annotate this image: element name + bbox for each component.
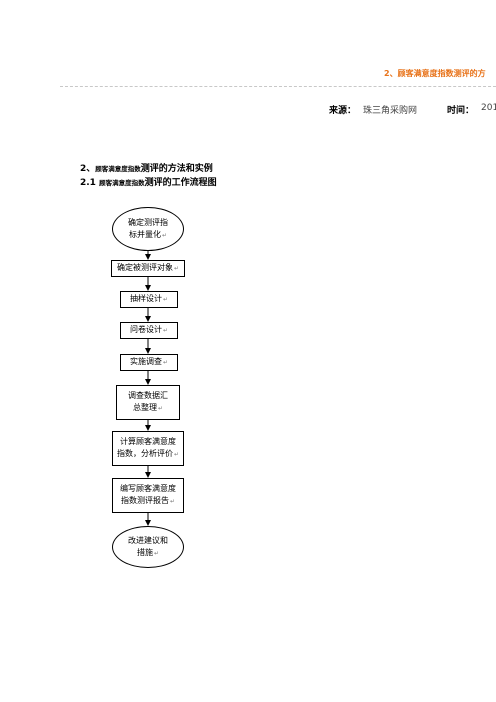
return-mark-icon: ↵ — [162, 296, 169, 303]
time-label: 时间： — [447, 106, 475, 116]
step-text: 指数测评报告 — [120, 496, 169, 505]
return-mark-icon: ↵ — [157, 405, 164, 412]
flow-step-define-indicators: 确定测评指标并量化↵ — [112, 207, 184, 251]
step-text: 调查数据汇 — [128, 391, 168, 400]
article-title: 2、顾客满意度指数测评的方 — [384, 69, 486, 78]
section-subheading-small: 顾客满意度指数 — [99, 179, 145, 187]
section-heading-small: 顾客满意度指数 — [95, 165, 141, 173]
return-mark-icon: ↵ — [162, 359, 169, 366]
flow-step-conduct-survey: 实施调查↵ — [120, 354, 178, 371]
flow-step-determine-object: 确定被测评对象↵ — [111, 260, 185, 277]
flow-step-questionnaire-design: 问卷设计↵ — [120, 322, 178, 339]
step-text: 计算顾客满意度 — [120, 437, 176, 446]
step-text: 标并量化 — [128, 229, 161, 239]
step-text: 措施 — [136, 547, 153, 557]
source-meta: 来源： — [329, 103, 356, 116]
time-meta: 时间： — [447, 103, 474, 116]
step-text: 指数，分析评价 — [116, 449, 173, 458]
section-heading-num: 2、 — [80, 164, 96, 174]
time-value-wrap: 201 — [481, 103, 496, 113]
time-value: 201 — [481, 103, 496, 113]
step-text: 改进建议和 — [128, 535, 168, 545]
source-label: 来源： — [329, 106, 357, 116]
step-text: 确定被测评对象 — [116, 263, 173, 272]
flow-step-data-summary: 调查数据汇总整理↵ — [116, 385, 180, 420]
step-text: 编写顾客满意度 — [120, 484, 176, 493]
section-heading: 2、顾客满意度指数测评的方法和实例 — [80, 161, 213, 174]
section-subheading-rest: 测评的工作流程图 — [144, 178, 217, 188]
return-mark-icon: ↵ — [161, 231, 168, 239]
return-mark-icon: ↵ — [162, 327, 169, 334]
return-mark-icon: ↵ — [173, 265, 180, 272]
step-text: 实施调查 — [129, 357, 162, 366]
return-mark-icon: ↵ — [169, 498, 176, 505]
return-mark-icon: ↵ — [173, 451, 180, 458]
step-text: 问卷设计 — [129, 325, 162, 334]
step-text: 确定测评指 — [128, 217, 168, 227]
flow-step-calculate-index: 计算顾客满意度指数，分析评价↵ — [112, 431, 184, 466]
return-mark-icon: ↵ — [153, 549, 160, 557]
dashed-divider — [60, 86, 496, 87]
section-heading-rest: 测评的方法和实例 — [140, 164, 213, 174]
source-value[interactable]: 珠三角采购网 — [363, 106, 418, 116]
source-value-wrap: 珠三角采购网 — [363, 103, 417, 116]
section-subheading-num: 2.1 — [80, 178, 100, 188]
flow-step-sampling-design: 抽样设计↵ — [120, 291, 178, 308]
step-text: 抽样设计 — [129, 294, 162, 303]
section-subheading: 2.1 顾客满意度指数测评的工作流程图 — [80, 175, 217, 188]
flow-step-write-report: 编写顾客满意度指数测评报告↵ — [112, 478, 184, 513]
step-text: 总整理 — [132, 403, 157, 412]
flow-step-improvement: 改进建议和措施↵ — [112, 526, 184, 568]
